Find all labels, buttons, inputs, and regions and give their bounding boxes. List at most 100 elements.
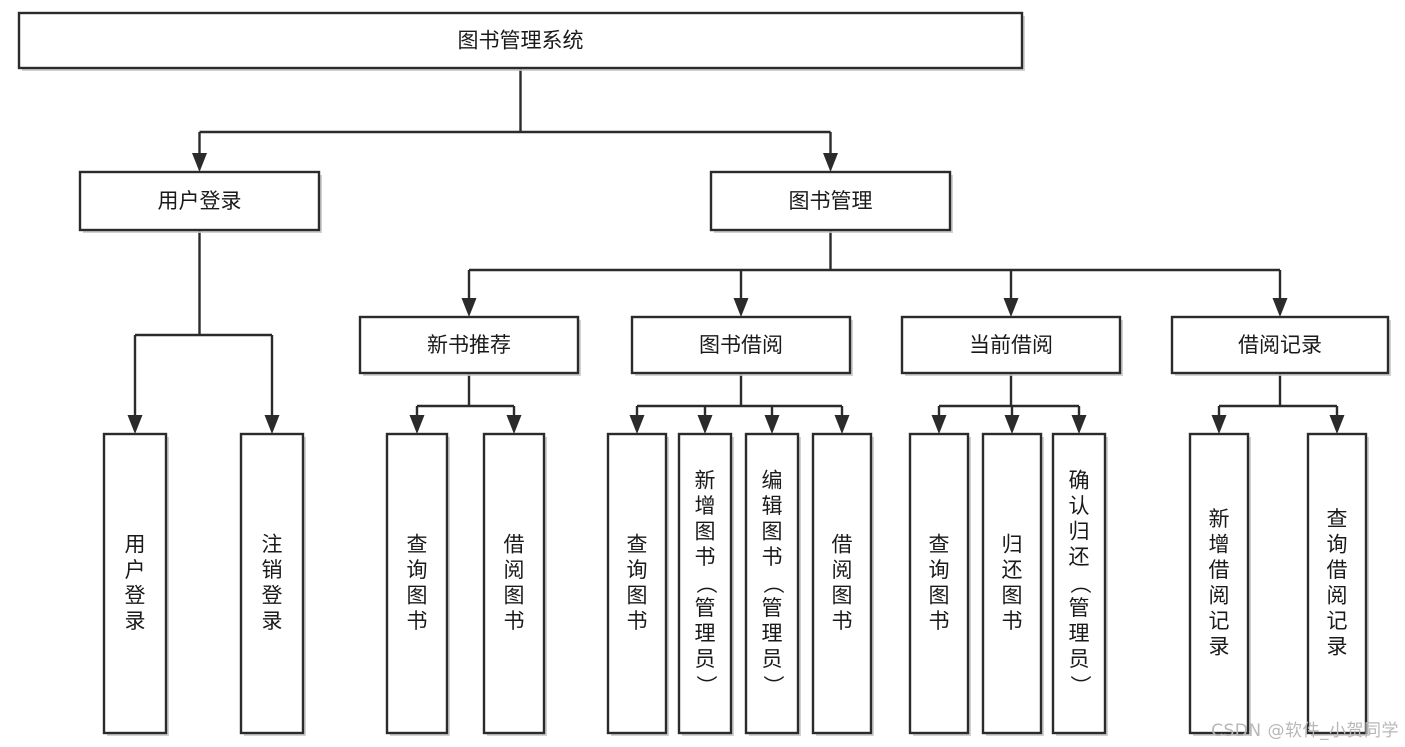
node-label-char-1: 增 bbox=[1209, 532, 1230, 556]
node-label-char-3: 书 bbox=[929, 609, 950, 633]
node-label-char-2: 图 bbox=[832, 583, 853, 607]
node-label-char-3: 书 bbox=[832, 609, 853, 633]
node-rect[interactable] bbox=[811, 432, 873, 735]
node-new-book-rec[interactable]: 新书推荐 bbox=[358, 315, 581, 376]
node-label-char-4: 记 bbox=[1209, 609, 1230, 633]
node-rect[interactable] bbox=[981, 432, 1043, 735]
node-label-char-0: 查 bbox=[627, 532, 648, 556]
node-label-char-0: 新 bbox=[695, 469, 716, 493]
node-rect[interactable] bbox=[908, 432, 970, 735]
node-rect[interactable] bbox=[677, 432, 733, 735]
node-book-borrow[interactable]: 图书借阅 bbox=[630, 315, 853, 376]
node-rect[interactable] bbox=[709, 170, 952, 232]
edge-arrowhead-book-manage bbox=[823, 153, 838, 172]
node-label-char-3: 书 bbox=[504, 609, 525, 633]
node-rect[interactable] bbox=[358, 315, 580, 375]
node-label-char-5: 管 bbox=[1069, 596, 1090, 620]
node-rect[interactable] bbox=[1170, 315, 1390, 375]
node-label-char-4: （ bbox=[761, 573, 785, 594]
node-rect[interactable] bbox=[1051, 432, 1107, 735]
node-label-char-0: 确 bbox=[1069, 469, 1090, 493]
node-user-login[interactable]: 用户登录 bbox=[78, 170, 322, 233]
node-label-char-2: 借 bbox=[1209, 558, 1230, 582]
edge-group-current-borrow bbox=[931, 373, 1087, 434]
node-label-char-0: 用 bbox=[125, 532, 146, 556]
edge-arrowhead-leaf-query-book-1 bbox=[409, 415, 425, 434]
node-label-char-4: （ bbox=[694, 573, 718, 594]
node-label-char-3: 录 bbox=[262, 609, 283, 633]
edge-group-borrow-record bbox=[1211, 373, 1345, 434]
node-label: 图书管理系统 bbox=[458, 29, 584, 53]
node-label-char-2: 图 bbox=[695, 520, 716, 544]
node-label: 当前借阅 bbox=[969, 333, 1053, 357]
edge-arrowhead-book-borrow bbox=[733, 298, 749, 317]
node-rect[interactable] bbox=[239, 432, 305, 735]
edge-arrowhead-leaf-borrow-book-2 bbox=[834, 415, 850, 434]
edge-arrowhead-current-borrow bbox=[1003, 298, 1019, 317]
node-label-char-2: 图 bbox=[762, 520, 783, 544]
node-label-char-8: ） bbox=[694, 675, 718, 696]
node-label-char-4: （ bbox=[1068, 573, 1092, 594]
node-rect[interactable] bbox=[1188, 432, 1250, 735]
node-label-char-3: 书 bbox=[695, 545, 716, 569]
node-label-char-0: 查 bbox=[929, 532, 950, 556]
node-rect[interactable] bbox=[1306, 432, 1368, 735]
node-rect[interactable] bbox=[102, 432, 168, 735]
node-label-char-6: 理 bbox=[762, 622, 783, 646]
node-borrow-record[interactable]: 借阅记录 bbox=[1170, 315, 1391, 376]
edge-arrowhead-leaf-query-book-3 bbox=[931, 415, 947, 434]
node-rect[interactable] bbox=[900, 315, 1122, 375]
node-label-char-0: 查 bbox=[1327, 507, 1348, 531]
node-rect[interactable] bbox=[630, 315, 852, 375]
node-rect[interactable] bbox=[17, 11, 1024, 70]
node-rect[interactable] bbox=[744, 432, 800, 735]
node-leaf-user-login[interactable]: 用户登录 bbox=[102, 432, 169, 736]
node-label-char-0: 编 bbox=[762, 469, 783, 493]
node-label-char-4: 记 bbox=[1327, 609, 1348, 633]
node-current-borrow[interactable]: 当前借阅 bbox=[900, 315, 1123, 376]
node-label-char-2: 图 bbox=[407, 583, 428, 607]
node-label-char-3: 书 bbox=[627, 609, 648, 633]
edge-arrowhead-leaf-return-book bbox=[1004, 415, 1020, 434]
node-label-char-1: 阅 bbox=[504, 558, 525, 582]
node-book-manage[interactable]: 图书管理 bbox=[709, 170, 953, 233]
edge-arrowhead-leaf-query-record bbox=[1329, 415, 1345, 434]
node-label: 新书推荐 bbox=[427, 333, 511, 357]
node-label-char-2: 图 bbox=[504, 583, 525, 607]
node-label-char-0: 注 bbox=[262, 532, 283, 556]
node-rect[interactable] bbox=[606, 432, 668, 735]
node-label-char-2: 登 bbox=[125, 583, 146, 607]
node-rect[interactable] bbox=[78, 170, 321, 232]
node-label-char-5: 管 bbox=[695, 596, 716, 620]
node-label-char-2: 图 bbox=[627, 583, 648, 607]
node-label-char-5: 录 bbox=[1327, 634, 1348, 658]
node-label-char-1: 询 bbox=[627, 558, 648, 582]
edge-arrowhead-leaf-confirm-return bbox=[1071, 415, 1087, 434]
node-label-char-0: 归 bbox=[1002, 532, 1023, 556]
nodes-layer: 图书管理系统用户登录图书管理新书推荐图书借阅当前借阅借阅记录用户登录注销登录查询… bbox=[17, 11, 1391, 736]
edge-group-new-book-rec bbox=[409, 373, 522, 434]
node-rect[interactable] bbox=[482, 432, 546, 735]
node-label-char-1: 还 bbox=[1002, 558, 1023, 582]
node-root[interactable]: 图书管理系统 bbox=[17, 11, 1025, 71]
node-label-char-2: 图 bbox=[929, 583, 950, 607]
edge-arrowhead-leaf-query-book-2 bbox=[629, 415, 645, 434]
node-label-char-3: 录 bbox=[125, 609, 146, 633]
node-rect[interactable] bbox=[385, 432, 449, 735]
edge-arrowhead-leaf-logout bbox=[264, 415, 280, 434]
node-label-char-0: 借 bbox=[504, 532, 525, 556]
edge-arrowhead-leaf-borrow-book-1 bbox=[506, 415, 522, 434]
